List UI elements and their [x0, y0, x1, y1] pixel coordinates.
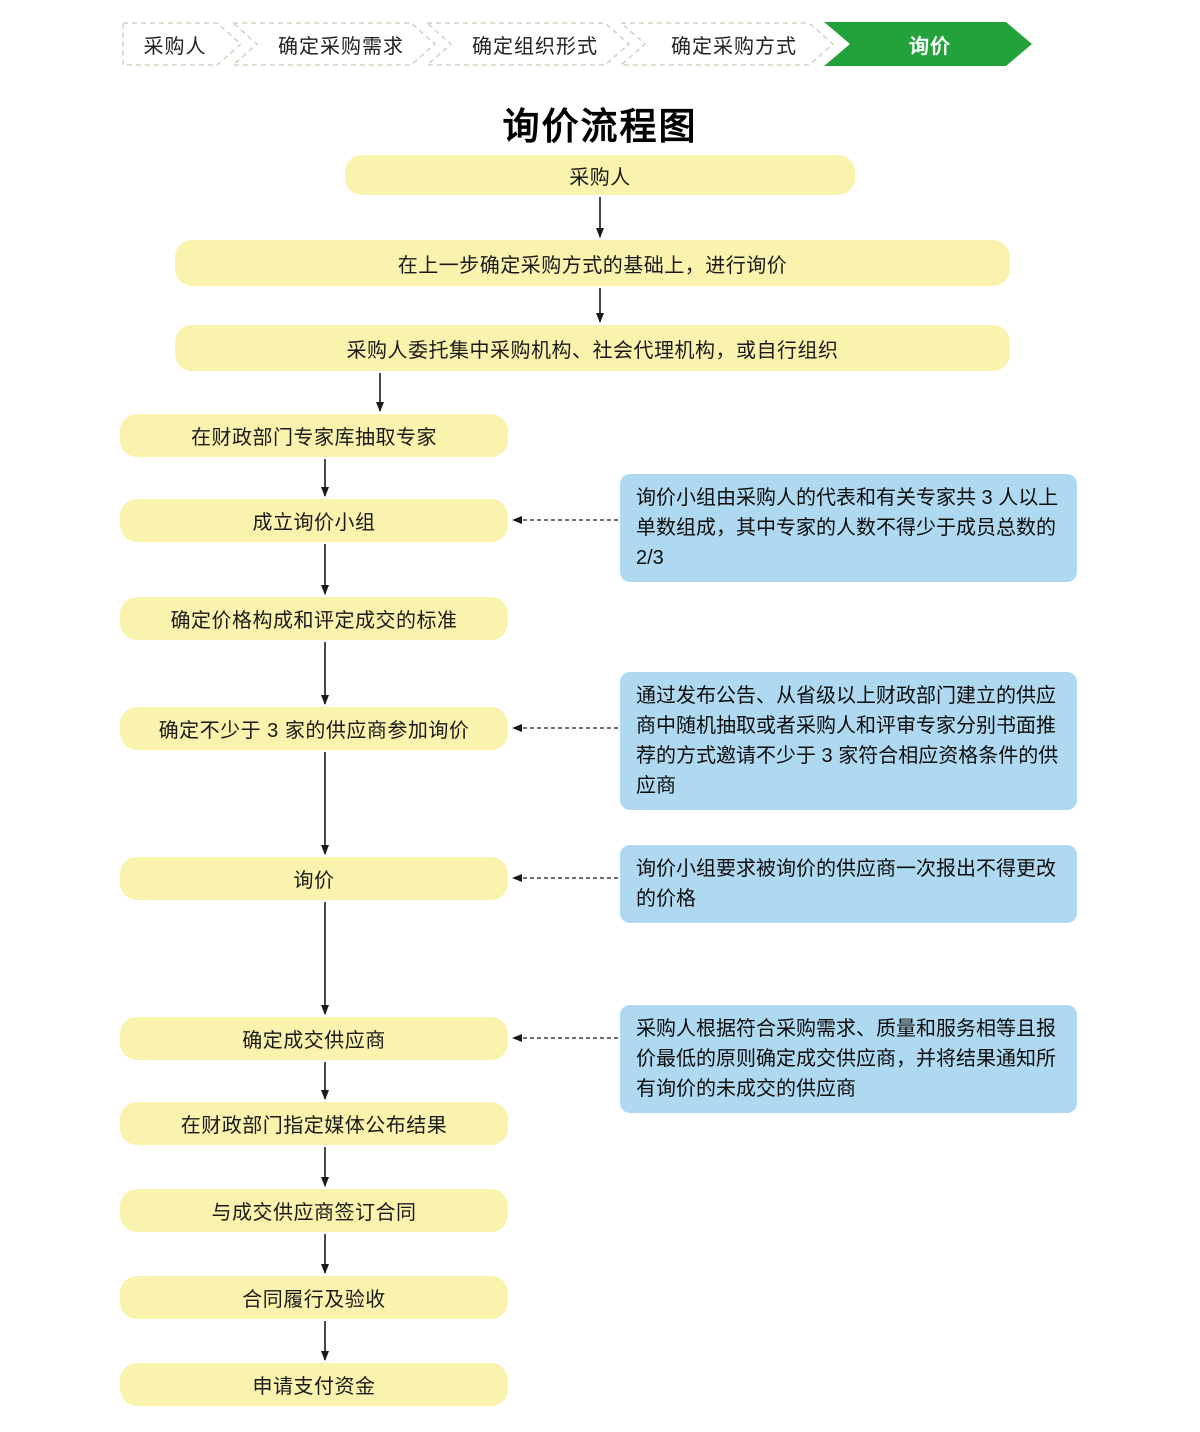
- flow-step-13: 申请支付资金: [120, 1363, 508, 1406]
- chevron-shape: [122, 22, 242, 66]
- flow-step-7: 确定不少于 3 家的供应商参加询价: [120, 707, 508, 750]
- flow-step-4: 在财政部门专家库抽取专家: [120, 414, 508, 457]
- breadcrumb-step-label: 询价: [909, 35, 951, 58]
- breadcrumb-step-label: 确定采购方式: [671, 35, 797, 58]
- note-box-1: 询价小组由采购人的代表和有关专家共 3 人以上单数组成，其中专家的人数不得少于成…: [620, 474, 1077, 582]
- breadcrumb-step-xuqiu: 确定采购需求: [232, 22, 436, 66]
- note-box-4: 采购人根据符合采购需求、质量和服务相等且报价最低的原则确定成交供应商，并将结果通…: [620, 1005, 1077, 1113]
- flow-step-6: 确定价格构成和评定成交的标准: [120, 597, 508, 640]
- chevron-shape: [426, 22, 630, 66]
- flow-step-12: 合同履行及验收: [120, 1276, 508, 1319]
- flow-step-9: 确定成交供应商: [120, 1017, 508, 1060]
- chevron-shape: [232, 22, 436, 66]
- flow-step-3: 采购人委托集中采购机构、社会代理机构，或自行组织: [175, 325, 1010, 371]
- breadcrumb-step-zuzhi: 确定组织形式: [426, 22, 630, 66]
- breadcrumb-step-label: 确定采购需求: [278, 35, 404, 58]
- breadcrumb-step-xunjia-active: 询价: [824, 22, 1032, 66]
- chevron-shape: [824, 22, 1032, 66]
- breadcrumb-step-label: 采购人: [143, 35, 207, 58]
- note-box-2: 通过发布公告、从省级以上财政部门建立的供应商中随机抽取或者采购人和评审专家分别书…: [620, 672, 1077, 810]
- flow-step-1: 采购人: [345, 155, 855, 195]
- chevron-shape: [620, 22, 834, 66]
- flow-step-5: 成立询价小组: [120, 499, 508, 542]
- breadcrumb-step-caigouren: 采购人: [122, 22, 242, 66]
- flow-step-11: 与成交供应商签订合同: [120, 1189, 508, 1232]
- note-box-3: 询价小组要求被询价的供应商一次报出不得更改的价格: [620, 845, 1077, 923]
- breadcrumb-step-label: 确定组织形式: [472, 35, 598, 58]
- breadcrumb-step-fangshi: 确定采购方式: [620, 22, 834, 66]
- flow-step-8: 询价: [120, 857, 508, 900]
- page-title: 询价流程图: [502, 106, 698, 147]
- flow-step-2: 在上一步确定采购方式的基础上，进行询价: [175, 240, 1010, 286]
- flow-step-10: 在财政部门指定媒体公布结果: [120, 1102, 508, 1145]
